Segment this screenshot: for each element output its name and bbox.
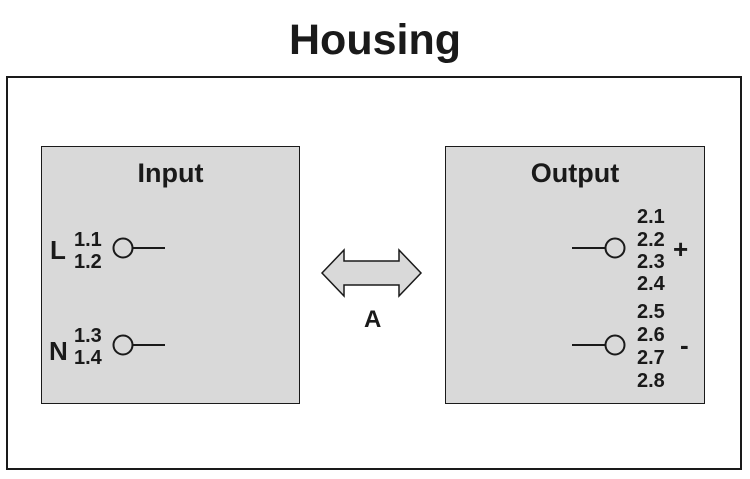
pin-1-1-label: 1.1 [74, 229, 102, 251]
pin-2-2-label: 2.2 [637, 229, 665, 251]
terminal-n-label: N [49, 336, 68, 366]
pin-2-4-label: 2.4 [637, 273, 665, 295]
terminal-n-connector-icon [112, 334, 134, 356]
pin-1-3-label: 1.3 [74, 325, 102, 347]
negative-connector-icon [604, 334, 626, 356]
pin-1-4-label: 1.4 [74, 347, 102, 369]
connection-label: A [364, 306, 382, 333]
positive-sign: + [673, 234, 689, 264]
negative-sign: - [680, 330, 689, 360]
input-panel-title: Input [137, 158, 204, 188]
housing-box [6, 76, 742, 470]
pin-2-6-label: 2.6 [637, 324, 665, 346]
input-panel: Input [41, 146, 300, 404]
pin-2-1-label: 2.1 [637, 206, 665, 228]
output-panel-title: Output [530, 158, 620, 188]
diagram-title: Housing [289, 16, 461, 64]
positive-connector-icon [604, 237, 626, 259]
terminal-l-label: L [50, 235, 66, 265]
pin-2-5-label: 2.5 [637, 301, 665, 323]
output-panel: Output [445, 146, 705, 404]
pin-2-7-label: 2.7 [637, 347, 665, 369]
pin-2-3-label: 2.3 [637, 251, 665, 273]
terminal-l-connector-icon [112, 237, 134, 259]
double-arrow-icon [320, 248, 423, 298]
pin-2-8-label: 2.8 [637, 370, 665, 392]
pin-1-2-label: 1.2 [74, 251, 102, 273]
